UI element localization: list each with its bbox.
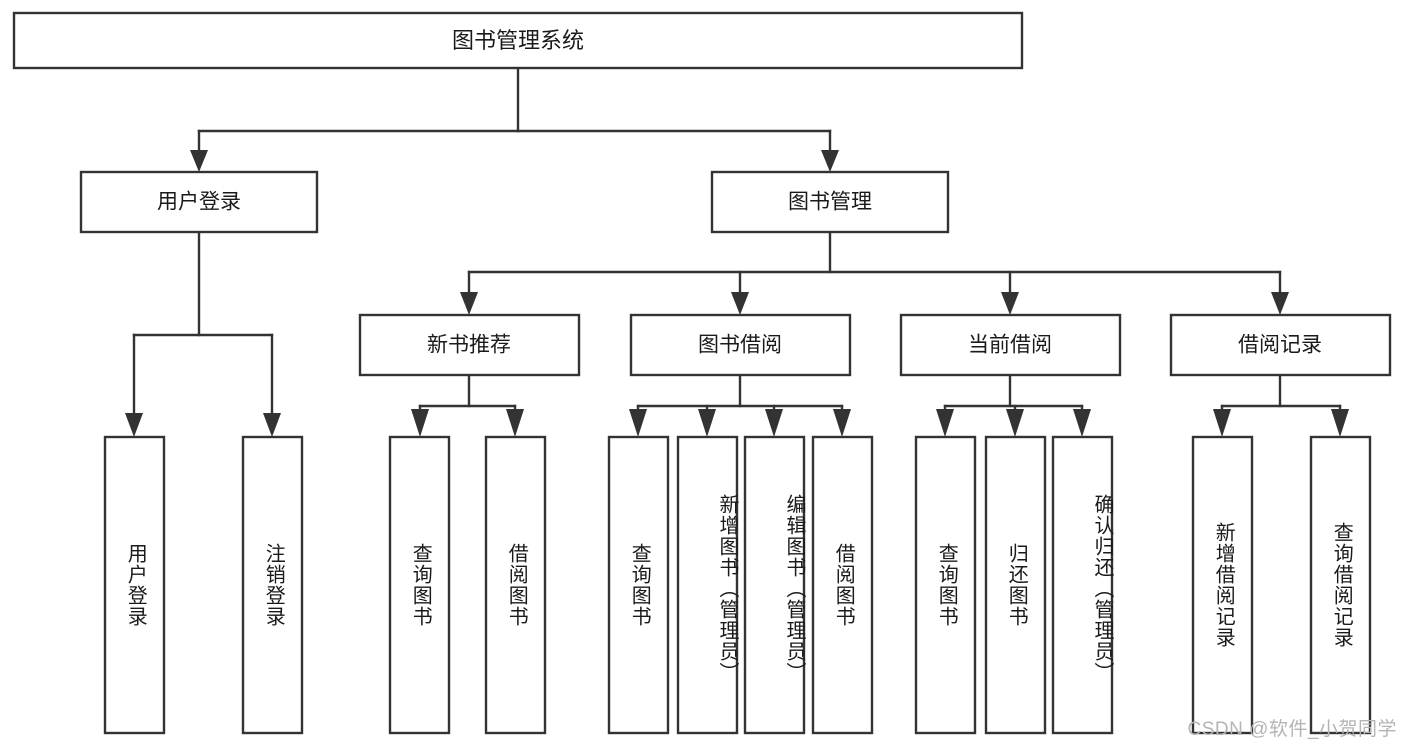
node-book-management[interactable]: 图书管理 xyxy=(710,170,950,234)
node-book-management-box[interactable] xyxy=(710,170,950,234)
node-book-management-label: 图书管理 xyxy=(788,191,872,214)
watermark: CSDN @软件_小贺同学 xyxy=(1187,719,1397,740)
node-root-label: 图书管理系统 xyxy=(452,28,584,53)
leaf-box-book-borrow-query[interactable] xyxy=(607,435,670,735)
leaf-box-borrow-record-query[interactable] xyxy=(1309,435,1372,735)
arrow-head-icon xyxy=(1073,409,1091,437)
arrow-head-icon xyxy=(833,409,851,437)
node-borrow-record[interactable]: 借阅记录 xyxy=(1169,313,1392,377)
leaf-box-user-login-logout[interactable] xyxy=(241,435,304,735)
leaf-box-user-login-login[interactable] xyxy=(103,435,166,735)
connector-group-book-management xyxy=(460,230,1289,315)
node-root-book-management-system[interactable]: 图书管理系统 xyxy=(12,11,1024,70)
arrow-head-icon xyxy=(1271,292,1289,315)
connector-group-borrow-record xyxy=(1213,373,1349,437)
connector-group-current-borrow xyxy=(936,373,1091,437)
leaf-box-book-borrow-borrow[interactable] xyxy=(811,435,874,735)
leaf-box-current-borrow-query[interactable] xyxy=(914,435,977,735)
arrow-head-icon xyxy=(765,409,783,437)
connector-group-new-book xyxy=(411,373,524,437)
arrow-head-icon xyxy=(821,150,839,172)
node-new-book-recommend-label: 新书推荐 xyxy=(427,334,511,357)
node-book-borrow[interactable]: 图书借阅 xyxy=(629,313,852,377)
node-user-login[interactable]: 用户登录 xyxy=(79,170,319,234)
leaf-box-new-book-query[interactable] xyxy=(388,435,451,735)
node-user-login-box[interactable] xyxy=(79,170,319,234)
arrow-head-icon xyxy=(698,409,716,437)
arrow-head-icon xyxy=(629,409,647,437)
arrow-head-icon xyxy=(411,409,429,437)
node-borrow-record-label: 借阅记录 xyxy=(1238,334,1322,357)
arrow-head-icon xyxy=(731,292,749,315)
arrow-head-icon xyxy=(1001,292,1019,315)
arrow-head-icon xyxy=(1006,409,1024,437)
arrow-head-icon xyxy=(125,413,143,437)
leaf-box-current-borrow-return[interactable] xyxy=(984,435,1047,735)
leaf-box-current-borrow-confirm[interactable] xyxy=(1051,435,1114,735)
node-borrow-record-box[interactable] xyxy=(1169,313,1392,377)
node-current-borrow-label: 当前借阅 xyxy=(968,334,1052,357)
node-user-login-label: 用户登录 xyxy=(157,191,241,214)
connector-group-book-borrow xyxy=(629,373,851,437)
node-new-book-recommend-box[interactable] xyxy=(358,313,581,377)
node-root-box[interactable] xyxy=(12,11,1024,70)
arrow-head-icon xyxy=(506,409,524,437)
leaf-box-book-borrow-add[interactable] xyxy=(676,435,739,735)
leaf-box-book-borrow-edit[interactable] xyxy=(743,435,806,735)
leaf-box-borrow-record-add[interactable] xyxy=(1191,435,1254,735)
connector-group-user-login xyxy=(125,230,281,437)
node-book-borrow-label: 图书借阅 xyxy=(698,334,782,357)
node-new-book-recommend[interactable]: 新书推荐 xyxy=(358,313,581,377)
node-current-borrow-box[interactable] xyxy=(899,313,1122,377)
connector-group-root xyxy=(190,66,839,172)
node-book-borrow-box[interactable] xyxy=(629,313,852,377)
arrow-head-icon xyxy=(460,292,478,315)
leaf-box-new-book-borrow[interactable] xyxy=(484,435,547,735)
node-current-borrow[interactable]: 当前借阅 xyxy=(899,313,1122,377)
arrow-head-icon xyxy=(1331,409,1349,437)
arrow-head-icon xyxy=(936,409,954,437)
arrow-head-icon xyxy=(263,413,281,437)
arrow-head-icon xyxy=(190,150,208,172)
arrow-head-icon xyxy=(1213,409,1231,437)
